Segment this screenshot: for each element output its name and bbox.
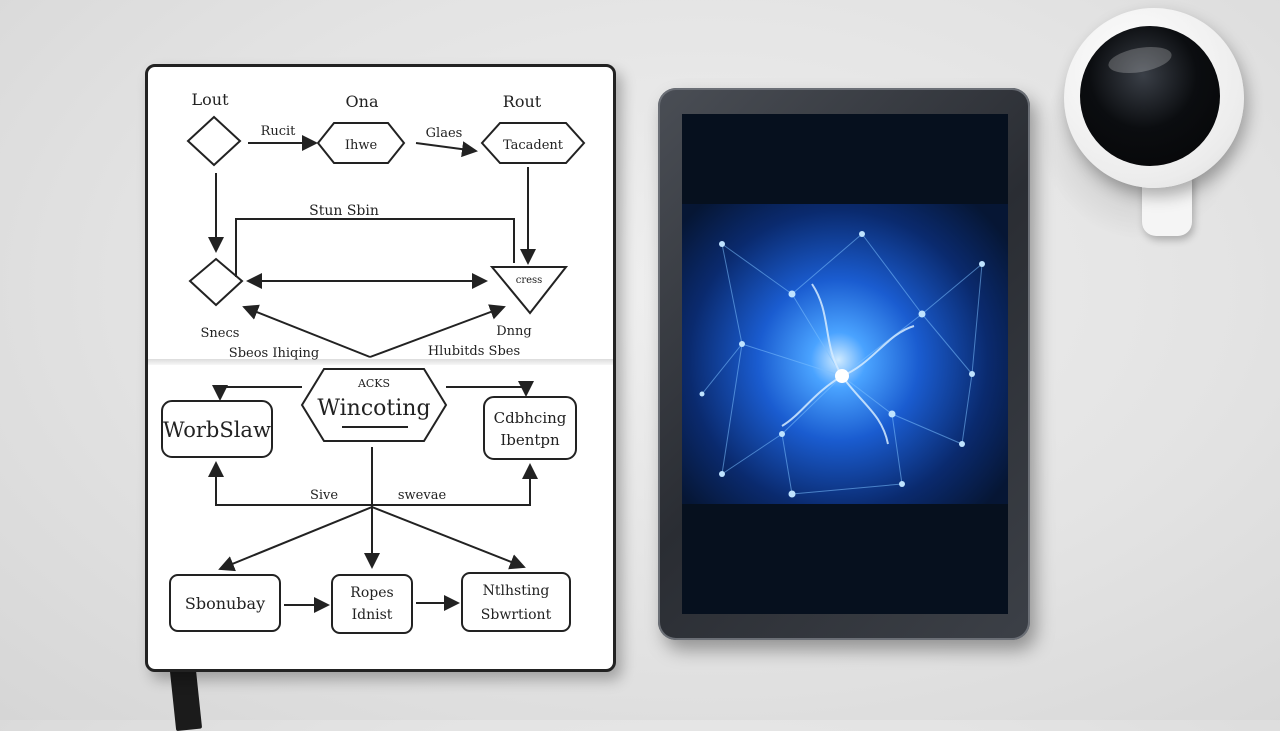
left-caption-line1: Snecs <box>201 326 240 341</box>
bottom-center-box <box>331 574 413 634</box>
tablet-screen <box>682 114 1008 614</box>
neural-network-image <box>699 231 985 498</box>
small-node-text: cress <box>516 275 543 286</box>
branch-label-left: Sive <box>310 488 338 503</box>
bottom-right-box <box>461 572 571 632</box>
right-caption-line1: Dnng <box>496 324 532 339</box>
flowchart-sketch: Lout Ona Rout Rucit Glaes Ihwe Tacadent … <box>161 90 586 634</box>
middle-left-diamond <box>188 257 244 307</box>
top-right-node-text: Tacadent <box>503 138 564 153</box>
left-box-text: WorbSlaw <box>163 418 271 442</box>
bottom-right-box-line1: Ntlhsting <box>483 583 550 599</box>
bottom-center-box-line2: Idnist <box>352 607 393 623</box>
bottom-left-box <box>169 574 281 632</box>
central-hexagon <box>300 368 448 442</box>
bottom-center-box-line1: Ropes <box>350 585 393 601</box>
arrow-label-1: Rucit <box>261 124 297 139</box>
right-caption-line2: Hlubitds Sbes <box>428 344 520 359</box>
center-node-text: Wincoting <box>317 396 430 421</box>
notebook: Lout Ona Rout Rucit Glaes Ihwe Tacadent … <box>145 64 616 672</box>
black-coffee <box>1080 26 1220 166</box>
middle-right-triangle <box>489 266 569 315</box>
arrow-label-2: Glaes <box>426 126 463 141</box>
top-left-diamond <box>186 115 242 167</box>
branch-label-right: swevae <box>398 488 447 503</box>
notebook-fold <box>148 359 613 365</box>
right-box-line2: Ibentpn <box>500 431 560 449</box>
left-caption-line2: Sbeos Ihiqing <box>229 346 319 361</box>
bottom-right-box-line2: Sbwrtiont <box>481 607 552 623</box>
top-center-node-text: Ihwe <box>345 138 378 153</box>
label-top-center: Ona <box>346 92 379 111</box>
bottom-left-box-text: Sbonubay <box>185 594 265 613</box>
right-box <box>483 396 577 460</box>
left-box <box>161 400 273 458</box>
top-right-hexagon <box>480 122 586 164</box>
label-top-left: Lout <box>192 90 230 109</box>
label-top-right: Rout <box>503 92 542 111</box>
top-center-hexagon <box>316 122 406 164</box>
tablet <box>658 88 1030 640</box>
center-small-label: ACKS <box>357 377 390 390</box>
right-box-line1: Cdbhcing <box>494 409 567 427</box>
mid-label: Stun Sbin <box>309 203 379 219</box>
